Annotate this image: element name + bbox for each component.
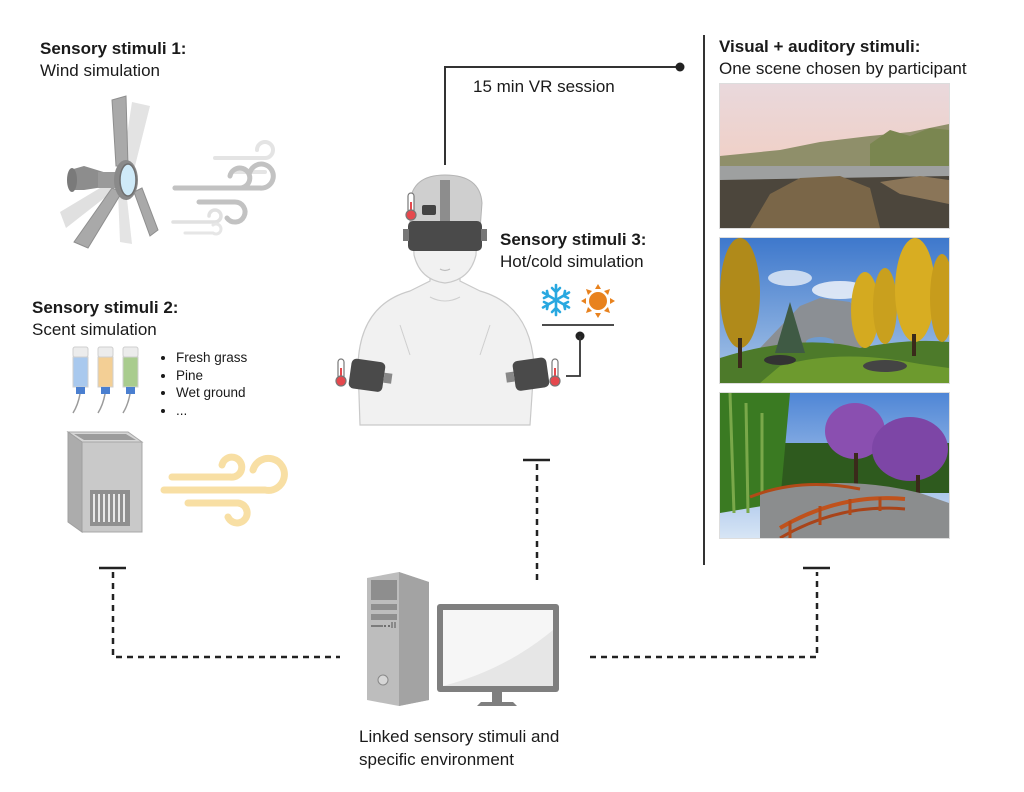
scene-image-japanese-garden[interactable] — [719, 392, 950, 539]
stimulus1-heading: Sensory stimuli 1: — [40, 39, 187, 58]
stimulus2-heading: Sensory stimuli 2: — [32, 298, 179, 317]
thermometer-icon — [405, 192, 417, 221]
computer-icon — [367, 572, 559, 706]
person-vr-headset-icon — [348, 174, 550, 426]
wind-icon — [171, 140, 276, 236]
scent-item: Fresh grass — [176, 349, 247, 367]
session-label: 15 min VR session — [473, 77, 615, 96]
stimulus3-heading: Sensory stimuli 3: — [500, 230, 647, 249]
thermometer-icon — [549, 358, 561, 387]
scent-list: Fresh grass Pine Wet ground ... — [158, 349, 247, 419]
sun-icon — [581, 284, 615, 318]
fan-icon — [60, 95, 159, 249]
scent-diffuser-icon — [66, 431, 144, 533]
thermometer-icon — [335, 358, 347, 387]
stimulus1-subheading: Wind simulation — [40, 61, 160, 80]
computer-caption-line2: specific environment — [359, 750, 514, 769]
scent-wind-icon — [160, 453, 288, 527]
scent-item: Pine — [176, 367, 247, 385]
visual-subheading: One scene chosen by participant — [719, 59, 967, 78]
session-connector — [444, 62, 685, 165]
stimulus2-subheading: Scent simulation — [32, 320, 157, 339]
scene-image-autumn-forest[interactable] — [719, 237, 950, 384]
scent-vials-icon — [72, 346, 139, 414]
hot-cold-connector — [542, 324, 614, 377]
scene-image-river-sunset[interactable] — [719, 83, 950, 229]
stimulus3-subheading: Hot/cold simulation — [500, 252, 644, 271]
scent-item: Wet ground — [176, 384, 247, 402]
divider-line — [703, 35, 705, 565]
snowflake-icon — [541, 283, 571, 317]
visual-heading: Visual + auditory stimuli: — [719, 37, 921, 56]
scent-item: ... — [176, 402, 247, 420]
computer-caption-line1: Linked sensory stimuli and — [359, 727, 560, 746]
